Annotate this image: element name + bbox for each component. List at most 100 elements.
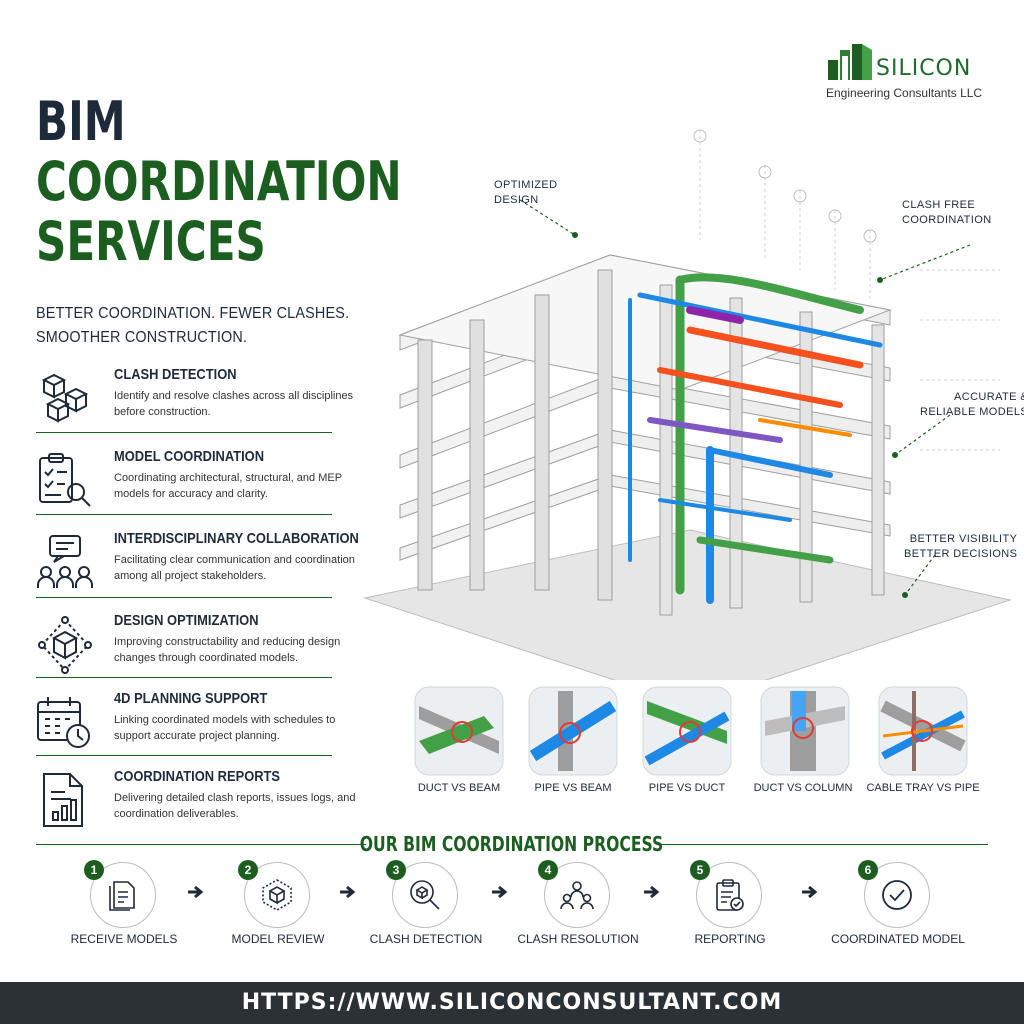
step-label: CLASH RESOLUTION bbox=[517, 932, 639, 946]
process-step-clash-resolution: 4 CLASH RESOLUTION bbox=[508, 860, 648, 952]
tagline-line-1: BETTER COORDINATION. FEWER CLASHES. bbox=[36, 305, 350, 322]
service-description: Delivering detailed clash reports, issue… bbox=[114, 792, 356, 820]
callout-text: OPTIMIZED bbox=[494, 179, 558, 191]
title-line-2: COORDINATION bbox=[36, 150, 402, 213]
callout-text: CLASH FREE bbox=[902, 199, 976, 211]
step-number: 3 bbox=[386, 860, 406, 880]
step-circle bbox=[90, 862, 156, 928]
callout-text: COORDINATION bbox=[902, 214, 992, 226]
callout-clash-free: CLASH FREE COORDINATION bbox=[902, 198, 992, 228]
service-description: Coordinating architectural, structural, … bbox=[114, 472, 342, 500]
team-icon bbox=[560, 881, 594, 910]
arrow-right-icon bbox=[802, 885, 818, 899]
clash-label: CABLE TRAY VS PIPE bbox=[866, 782, 980, 794]
callout-text: BETTER DECISIONS bbox=[904, 548, 1018, 560]
step-label: REPORTING bbox=[694, 932, 766, 946]
company-logo: SILICON Engineering Consultants LLC bbox=[824, 40, 1004, 102]
logo-subtitle: Engineering Consultants LLC bbox=[826, 86, 983, 100]
service-name: 4D PLANNING SUPPORT bbox=[114, 690, 268, 707]
page-title: BIM COORDINATION SERVICES bbox=[36, 92, 402, 272]
callout-text: DESIGN bbox=[494, 194, 539, 206]
arrow-right-icon bbox=[492, 885, 508, 899]
process-title-text: OUR BIM COORDINATION PROCESS bbox=[360, 832, 664, 856]
clash-label: DUCT VS COLUMN bbox=[753, 782, 853, 794]
process-title: OUR BIM COORDINATION PROCESS bbox=[0, 832, 1024, 856]
building-bim-model-illustration bbox=[363, 129, 1012, 680]
documents-icon bbox=[109, 881, 135, 911]
website-link[interactable]: HTTPS://WWW.SILICONCONSULTANT.COM bbox=[241, 990, 783, 1015]
divider bbox=[36, 677, 332, 678]
clipboard-check-icon bbox=[716, 879, 744, 911]
step-circle bbox=[696, 862, 762, 928]
service-name: DESIGN OPTIMIZATION bbox=[114, 612, 259, 629]
callout-optimized-design: OPTIMIZED DESIGN bbox=[494, 178, 558, 208]
logo-mark-icon bbox=[828, 44, 872, 80]
step-number: 1 bbox=[84, 860, 104, 880]
step-label: CLASH DETECTION bbox=[369, 932, 483, 946]
service-description: Linking coordinated models with schedule… bbox=[114, 714, 336, 742]
step-label: RECEIVE MODELS bbox=[70, 932, 178, 946]
service-item-4d-planning: 4D PLANNING SUPPORT Linking coordinated … bbox=[36, 690, 335, 760]
cube-network-icon bbox=[38, 616, 92, 674]
tagline: BETTER COORDINATION. FEWER CLASHES. SMOO… bbox=[36, 302, 349, 350]
step-number: 5 bbox=[690, 860, 710, 880]
callout-text: RELIABLE MODELS bbox=[920, 406, 1024, 418]
title-line-3: SERVICES bbox=[36, 210, 266, 273]
callout-text: ACCURATE & bbox=[954, 391, 1024, 403]
service-name: MODEL COORDINATION bbox=[114, 448, 265, 465]
service-name: INTERDISCIPLINARY COLLABORATION bbox=[114, 530, 359, 547]
process-step-receive-models: 1 RECEIVE MODELS bbox=[54, 860, 194, 952]
step-number: 4 bbox=[538, 860, 558, 880]
clash-thumbnail-pipe-vs-duct bbox=[642, 686, 732, 776]
cube-review-icon bbox=[262, 879, 292, 911]
clash-label: DUCT VS BEAM bbox=[417, 782, 501, 794]
service-item-interdisciplinary-collaboration: INTERDISCIPLINARY COLLABORATION Facilita… bbox=[36, 530, 359, 600]
divider bbox=[36, 755, 332, 756]
callout-better-visibility: BETTER VISIBILITY BETTER DECISIONS bbox=[904, 532, 1017, 562]
step-number: 6 bbox=[858, 860, 878, 880]
service-item-design-optimization: DESIGN OPTIMIZATION Improving constructa… bbox=[36, 612, 340, 682]
service-item-clash-detection: CLASH DETECTION Identify and resolve cla… bbox=[36, 366, 353, 436]
step-label: COORDINATED MODEL bbox=[831, 932, 965, 946]
clash-thumbnail-pipe-vs-beam bbox=[528, 686, 618, 776]
clash-thumbnail-duct-vs-beam bbox=[414, 686, 504, 776]
clash-label: PIPE VS DUCT bbox=[648, 782, 726, 794]
checklist-magnifier-icon bbox=[39, 453, 91, 507]
step-label: MODEL REVIEW bbox=[231, 932, 325, 946]
callout-text: BETTER VISIBILITY bbox=[909, 533, 1018, 545]
cube-search-icon bbox=[410, 880, 440, 910]
title-line-1: BIM bbox=[36, 90, 126, 153]
process-step-model-review: 2 MODEL REVIEW bbox=[208, 860, 348, 952]
divider bbox=[36, 844, 366, 845]
clash-label: PIPE VS BEAM bbox=[534, 782, 612, 794]
divider bbox=[36, 597, 332, 598]
clash-thumbnail-duct-vs-column bbox=[760, 686, 850, 776]
step-number: 2 bbox=[238, 860, 258, 880]
footer-bar: HTTPS://WWW.SILICONCONSULTANT.COM bbox=[0, 982, 1024, 1024]
service-description: Facilitating clear communication and coo… bbox=[114, 554, 355, 582]
arrow-right-icon bbox=[340, 885, 356, 899]
check-circle-icon bbox=[882, 880, 912, 910]
service-name: CLASH DETECTION bbox=[114, 366, 237, 383]
clash-thumbnail-cable-tray-vs-pipe bbox=[878, 686, 968, 776]
service-item-model-coordination: MODEL COORDINATION Coordinating architec… bbox=[36, 448, 342, 518]
arrow-right-icon bbox=[188, 885, 204, 899]
report-chart-icon bbox=[43, 773, 83, 827]
divider bbox=[660, 844, 988, 845]
arrow-right-icon bbox=[644, 885, 660, 899]
callout-accurate-models: ACCURATE & RELIABLE MODELS bbox=[920, 390, 1024, 420]
divider bbox=[36, 432, 332, 433]
team-chat-icon bbox=[37, 535, 93, 588]
service-description: Identify and resolve clashes across all … bbox=[114, 390, 354, 418]
process-step-reporting: 5 REPORTING bbox=[660, 860, 800, 952]
service-description: Improving constructability and reducing … bbox=[114, 636, 341, 664]
divider bbox=[36, 514, 332, 515]
cubes-icon bbox=[41, 373, 89, 423]
service-name: COORDINATION REPORTS bbox=[114, 768, 281, 785]
calendar-clock-icon bbox=[37, 697, 90, 748]
logo-wordmark: SILICON bbox=[876, 56, 972, 81]
tagline-line-2: SMOOTHER CONSTRUCTION. bbox=[36, 329, 248, 346]
process-step-coordinated-model: 6 COORDINATED MODEL bbox=[828, 860, 968, 952]
process-step-clash-detection: 3 CLASH DETECTION bbox=[356, 860, 496, 952]
service-item-coordination-reports: COORDINATION REPORTS Delivering detailed… bbox=[36, 768, 356, 838]
